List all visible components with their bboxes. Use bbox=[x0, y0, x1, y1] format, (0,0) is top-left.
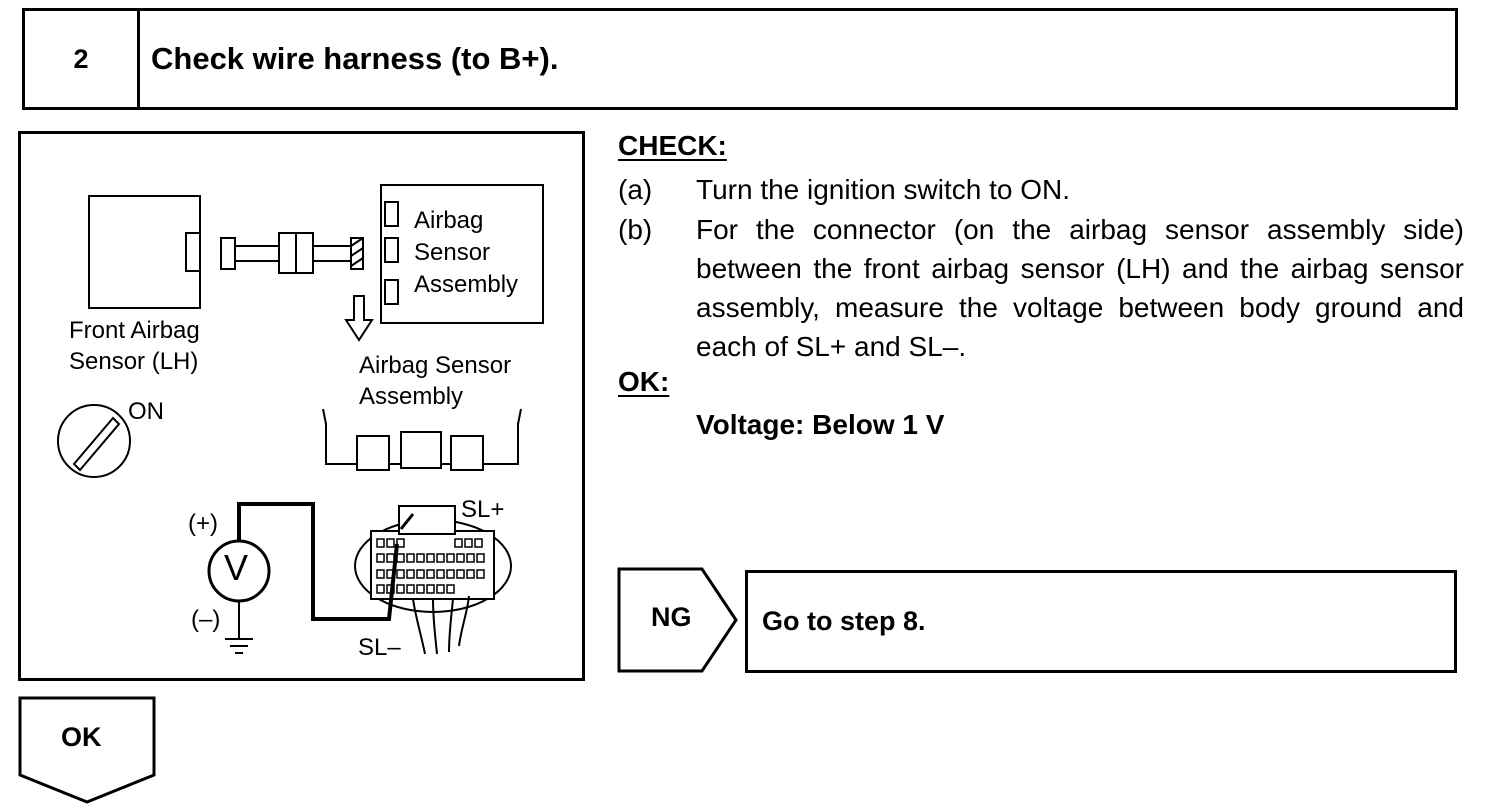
ok-branch-label: OK bbox=[61, 722, 102, 752]
wiring-diagram: Front Airbag Sensor (LH) Airbag Sensor A… bbox=[18, 131, 585, 681]
front-sensor-label-1: Front Airbag bbox=[69, 317, 200, 344]
minus-label: (–) bbox=[191, 606, 221, 633]
step-title: Check wire harness (to B+). bbox=[151, 41, 559, 76]
check-item-a-text: Turn the ignition switch to ON. bbox=[696, 174, 1071, 205]
airbag-box-label-3: Assembly bbox=[414, 271, 519, 298]
step-number: 2 bbox=[25, 11, 140, 107]
front-sensor-label-2: Sensor (LH) bbox=[69, 348, 199, 375]
airbag-assembly-label-1: Airbag Sensor bbox=[359, 352, 512, 379]
step-header: 2 Check wire harness (to B+). bbox=[22, 8, 1458, 110]
ng-action-text: Go to step 8. bbox=[762, 606, 926, 636]
sl-minus-label: SL– bbox=[358, 634, 401, 661]
ng-label: NG bbox=[651, 602, 692, 632]
plus-label: (+) bbox=[188, 510, 218, 537]
airbag-box-label-1: Airbag bbox=[414, 207, 484, 234]
ok-heading: OK: bbox=[618, 366, 670, 397]
check-item-b-text: For the connector (on the airbag sensor … bbox=[696, 214, 1464, 362]
airbag-sensor-box bbox=[380, 184, 544, 324]
check-item-b-label: (b) bbox=[618, 214, 653, 245]
check-heading: CHECK: bbox=[618, 130, 727, 161]
front-sensor-box bbox=[88, 195, 201, 309]
check-item-a-label: (a) bbox=[618, 174, 653, 205]
voltmeter-symbol: V bbox=[224, 547, 249, 588]
airbag-assembly-label-2: Assembly bbox=[359, 383, 464, 410]
ok-arrow-shape bbox=[18, 696, 156, 804]
diagram-drawing bbox=[57, 184, 544, 655]
sl-plus-label: SL+ bbox=[461, 496, 505, 523]
ng-arrow-shape bbox=[617, 567, 738, 673]
ok-value: Voltage: Below 1 V bbox=[696, 409, 945, 440]
ng-action-box: Go to step 8. bbox=[745, 570, 1457, 673]
airbag-box-label-2: Sensor bbox=[414, 239, 491, 266]
ignition-on-label: ON bbox=[128, 398, 164, 425]
